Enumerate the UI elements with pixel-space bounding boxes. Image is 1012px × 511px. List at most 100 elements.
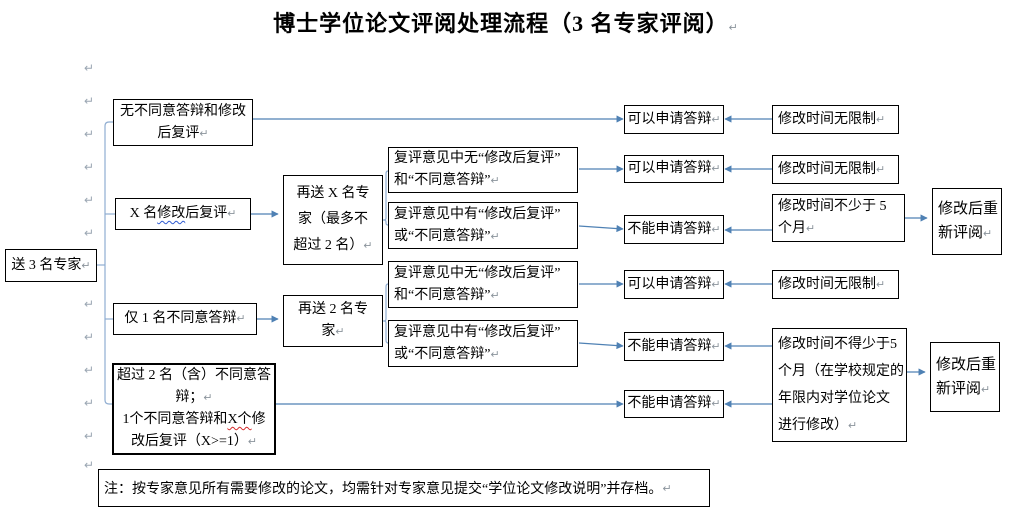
box-text: 或“不同意答辩”↵ (394, 346, 500, 362)
box-text: 家↵ (321, 324, 345, 339)
box-cannot-defend-3: 不能申请答辩↵ (624, 390, 724, 418)
box-text: 个月↵ (778, 221, 816, 236)
pilcrow-mark: ↵ (84, 193, 95, 207)
pilcrow-mark: ↵ (84, 297, 95, 311)
pilcrow-mark: ↵ (84, 226, 95, 240)
box-text: 超过 2 名（含）不同意答 (117, 368, 271, 383)
box-text: 仅 1 名不同意答辩↵ (124, 311, 246, 326)
box-text: 年限内对学位论文 (778, 390, 890, 406)
pilcrow-mark: ↵ (335, 326, 345, 338)
box-can-defend-1: 可以申请答辩↵ (624, 105, 724, 134)
box-time-unlimited-3: 修改时间无限制↵ (772, 270, 899, 299)
box-rereview-none-2: 复评意见中无“修改后复评” 和“不同意答辩”↵ (388, 261, 578, 308)
box-text: 可以申请答辩↵ (627, 161, 721, 176)
pilcrow-mark: ↵ (490, 289, 500, 302)
box-text: 和“不同意答辩”↵ (394, 173, 500, 188)
pilcrow-mark: ↵ (806, 223, 816, 235)
box-text: 修改时间不得少于5 (778, 336, 897, 352)
note-text: 注：按专家意见所有需要修改的论文，均需针对专家意见提交“学位论文修改说明”并存档… (104, 482, 663, 497)
pilcrow-mark: ↵ (84, 61, 95, 75)
pilcrow-mark: ↵ (662, 482, 672, 495)
box-resend-2-experts: 再送 2 名专 家↵ (283, 295, 383, 347)
note-box: 注：按专家意见所有需要修改的论文，均需针对专家意见提交“学位论文修改说明”并存档… (98, 469, 710, 507)
pilcrow-mark: ↵ (711, 278, 721, 291)
page-title: 博士学位论文评阅处理流程（3 名专家评阅）↵ (0, 6, 1012, 38)
box-text: 不能申请答辩↵ (627, 396, 721, 411)
spellcheck-underline: 修改 (157, 206, 186, 221)
box-text: 可以申请答辩↵ (627, 276, 721, 292)
pilcrow-mark: ↵ (227, 208, 237, 220)
pilcrow-mark: ↵ (84, 330, 95, 344)
box-can-defend-2: 可以申请答辩↵ (624, 155, 724, 183)
box-rereview-has-1: 复评意见中有“修改后复评” 或“不同意答辩”↵ (388, 202, 578, 249)
pilcrow-mark: ↵ (247, 436, 258, 448)
pilcrow-mark: ↵ (490, 230, 500, 243)
box-text: 1个不同意答辩和X个修 (122, 412, 266, 427)
box-send-3-experts: 送 3 名专家↵ (5, 249, 97, 282)
box-text: 新评阅↵ (938, 225, 993, 241)
box-text: 复评意见中有“修改后复评” (394, 206, 561, 222)
box-text: X 名修改后复评↵ (129, 206, 237, 221)
pilcrow-mark: ↵ (711, 163, 721, 175)
box-text: 无不同意答辩和修改 (120, 103, 246, 119)
pilcrow-mark: ↵ (84, 458, 95, 472)
box-text: 后复评↵ (157, 125, 209, 141)
box-text: 修改后重 (936, 356, 997, 373)
box-text: 超过 2 名）↵ (293, 238, 373, 253)
box-text: 新评阅↵ (936, 380, 991, 397)
box-text: 修改时间不少于 5 (778, 199, 887, 214)
box-time-min-5-months-school: 修改时间不得少于5 个月（在学校规定的 年限内对学位论文 进行修改）↵ (772, 328, 907, 442)
box-text: 再送 X 名专 (296, 186, 370, 201)
pilcrow-mark: ↵ (711, 398, 721, 410)
box-text: 和“不同意答辩”↵ (394, 287, 500, 303)
box-cannot-defend-1: 不能申请答辩↵ (624, 215, 724, 244)
box-rereview-after-revision-2: 修改后重 新评阅↵ (930, 342, 1000, 412)
pilcrow-mark: ↵ (711, 113, 721, 126)
title-text: 博士学位论文评阅处理流程（3 名专家评阅） (273, 11, 729, 36)
box-text: 复评意见中无“修改后复评” (394, 151, 561, 166)
box-no-disagreement: 无不同意答辩和修改 后复评↵ (113, 99, 253, 146)
box-text: 辩；↵ (175, 390, 213, 405)
pilcrow-mark: ↵ (876, 278, 886, 291)
box-text: 家（最多不 (298, 212, 368, 227)
box-can-defend-3: 可以申请答辩↵ (624, 270, 724, 299)
pilcrow-mark: ↵ (876, 163, 886, 176)
pilcrow-mark: ↵ (84, 94, 95, 108)
pilcrow-mark: ↵ (490, 175, 500, 187)
box-time-min-5-months: 修改时间不少于 5 个月↵ (772, 194, 905, 242)
box-text: 修改时间无限制↵ (778, 276, 886, 292)
box-text: 复评意见中无“修改后复评” (394, 265, 561, 281)
pilcrow-mark: ↵ (983, 228, 993, 240)
box-text: 改后复评（X>=1）↵ (130, 434, 258, 449)
pilcrow-mark: ↵ (199, 127, 209, 140)
box-text: 修改时间无限制↵ (778, 161, 886, 177)
box-rereview-after-revision-1: 修改后重 新评阅↵ (932, 188, 1002, 255)
box-text: 送 3 名专家↵ (11, 257, 91, 273)
pilcrow-mark: ↵ (84, 429, 95, 443)
pilcrow-mark: ↵ (490, 348, 500, 361)
box-rereview-has-2: 复评意见中有“修改后复评” 或“不同意答辩”↵ (388, 320, 578, 367)
box-one-disagree: 仅 1 名不同意答辩↵ (113, 303, 257, 335)
box-text: 修改后重 (938, 201, 999, 217)
pilcrow-mark: ↵ (711, 340, 721, 353)
pilcrow-mark: ↵ (981, 383, 991, 396)
box-x-revise-rereview: X 名修改后复评↵ (115, 198, 251, 230)
pilcrow-mark: ↵ (84, 127, 95, 141)
pilcrow-mark: ↵ (203, 392, 213, 404)
box-text: 不能申请答辩↵ (627, 221, 721, 237)
box-text: 可以申请答辩↵ (627, 111, 721, 127)
resend-brackets (383, 170, 389, 344)
pilcrow-mark: ↵ (81, 259, 91, 272)
box-text: 进行修改）↵ (778, 417, 858, 433)
start-branch-bracket (97, 121, 115, 405)
pilcrow-mark: ↵ (84, 396, 95, 410)
box-text: 再送 2 名专 (298, 302, 368, 317)
pilcrow-mark: ↵ (363, 240, 373, 252)
box-text: 不能申请答辩↵ (627, 338, 721, 354)
pilcrow-mark: ↵ (711, 223, 721, 236)
box-time-unlimited-1: 修改时间无限制↵ (772, 105, 899, 134)
box-time-unlimited-2: 修改时间无限制↵ (772, 155, 899, 184)
pilcrow-mark: ↵ (236, 313, 246, 325)
pilcrow-mark: ↵ (84, 363, 95, 377)
